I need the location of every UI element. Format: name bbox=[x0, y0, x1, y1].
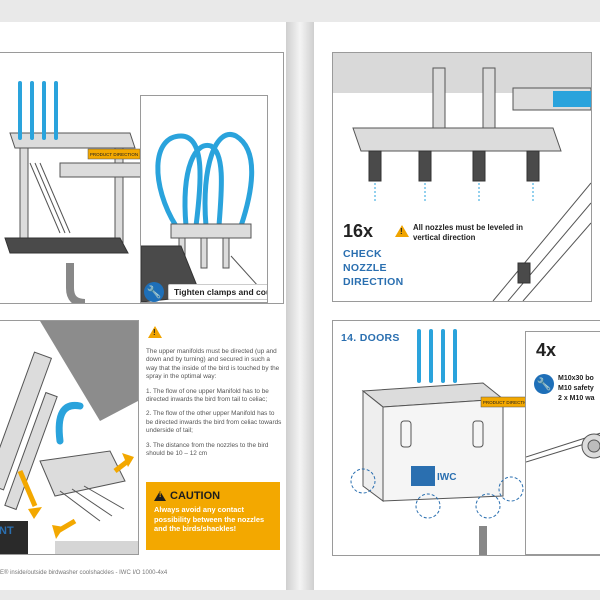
page-footer: E® inside/outside birdwasher coolshackle… bbox=[0, 570, 168, 576]
nozzle-row bbox=[368, 150, 540, 182]
book-spine bbox=[286, 22, 314, 590]
caution-warning-icon: ! bbox=[154, 491, 166, 501]
caution-text: Always avoid any contact possibility bet… bbox=[154, 505, 265, 533]
caution-box: ! CAUTION Always avoid any contact possi… bbox=[146, 482, 280, 550]
doors-illustration: IWC PRODUCT DIRECTION bbox=[350, 329, 534, 555]
doors-product-direction-tag: PRODUCT DIRECTION bbox=[483, 400, 531, 405]
nozzle-direction-panel: 16x CHECK NOZZLE DIRECTION ! All nozzles… bbox=[332, 52, 592, 302]
manifold-overview-panel: PRODUCT DIRECTION 🔧 Tighten clamps and c… bbox=[0, 52, 284, 304]
instruction-item-2: 2. The flow of the other upper Manifold … bbox=[146, 410, 282, 435]
right-page: 16x CHECK NOZZLE DIRECTION ! All nozzles… bbox=[314, 22, 600, 590]
bolt-detail-inset: 4x 🔧 M10x30 bo M10 safety 2 x M10 wa bbox=[525, 331, 600, 555]
caution-title: CAUTION bbox=[170, 490, 221, 502]
warning-icon: ! bbox=[148, 326, 162, 338]
wrench-icon: 🔧 bbox=[144, 282, 164, 302]
level-warning-icon: ! bbox=[395, 225, 409, 237]
level-note: All nozzles must be leveled in vertical … bbox=[413, 223, 524, 242]
bolt-spec: M10x30 bo M10 safety 2 x M10 wa bbox=[558, 375, 595, 402]
doors-title: 14. DOORS bbox=[341, 332, 400, 344]
manifold-illustration bbox=[333, 53, 591, 301]
bolt-wrench-icon: 🔧 bbox=[534, 374, 554, 394]
left-page: PRODUCT DIRECTION 🔧 Tighten clamps and c… bbox=[0, 22, 286, 590]
partial-label: NT bbox=[0, 525, 14, 537]
instruction-item-1: 1. The flow of one upper Manifold has to… bbox=[146, 387, 269, 404]
tighten-caption: 🔧 Tighten clamps and couplers bbox=[144, 282, 267, 302]
clamp-detail-illustration bbox=[141, 132, 267, 302]
nozzle-closeup-panel: NT bbox=[0, 320, 139, 555]
doors-panel: 14. DOORS IWC PRODUCT DIRECTION 4x 🔧 bbox=[332, 320, 600, 556]
clamp-detail-inset: 🔧 Tighten clamps and couplers bbox=[140, 95, 268, 303]
product-direction-tag: PRODUCT DIRECTION bbox=[90, 152, 138, 157]
iwc-logo: IWC bbox=[437, 472, 456, 483]
count-4x: 4x bbox=[536, 340, 557, 360]
count-16x: 16x bbox=[343, 221, 374, 241]
instructions-intro: The upper manifolds must be directed (up… bbox=[146, 348, 280, 381]
instructions-block: The upper manifolds must be directed (up… bbox=[146, 348, 282, 458]
check-nozzle-label: CHECK NOZZLE DIRECTION bbox=[343, 248, 404, 288]
nozzle-closeup-illustration bbox=[0, 321, 138, 554]
bolt-illustration bbox=[526, 432, 600, 463]
instruction-item-3: 3. The distance from the nozzles to the … bbox=[146, 441, 269, 458]
machine-illustration: PRODUCT DIRECTION bbox=[4, 81, 161, 303]
